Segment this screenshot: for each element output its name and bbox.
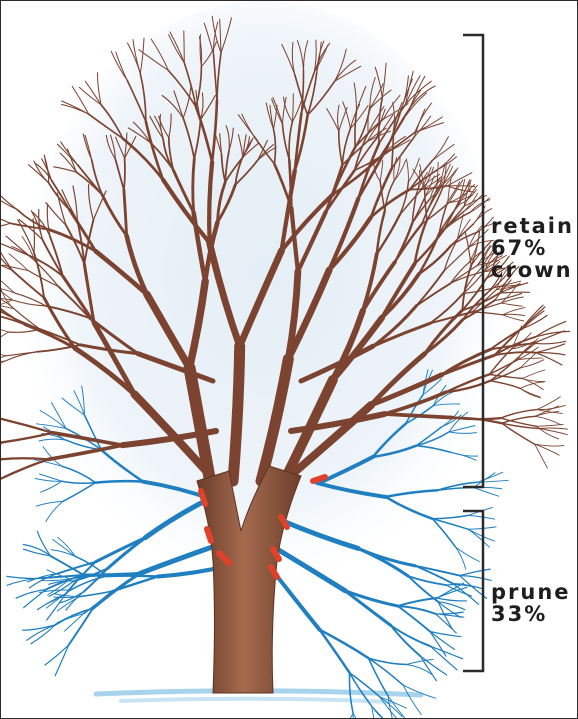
retained-branch	[520, 388, 540, 396]
pruned-branch	[45, 645, 69, 665]
pruned-branch	[7, 576, 41, 578]
pruned-branch	[345, 591, 390, 626]
pruned-branch	[455, 547, 479, 562]
pruned-branch	[51, 550, 76, 557]
retain-label-percent: 67%	[491, 237, 574, 259]
retained-branch	[537, 424, 564, 426]
pruned-branch	[27, 625, 55, 640]
retained-branch	[193, 159, 195, 213]
retained-branch	[233, 346, 240, 481]
pruned-branch	[96, 481, 144, 482]
cut-mark	[207, 529, 211, 541]
pruned-branch	[53, 539, 76, 556]
pruned-branch	[57, 614, 84, 623]
retained-branch	[1, 193, 17, 210]
retained-branch	[536, 353, 562, 365]
retained-branch	[535, 321, 566, 337]
retained-branch	[536, 344, 565, 353]
pruned-branch	[107, 576, 158, 577]
retained-branch	[520, 360, 544, 368]
retained-branch	[3, 433, 52, 442]
retained-branch	[535, 444, 548, 468]
pruned-branch	[55, 645, 69, 676]
retained-branch	[503, 314, 525, 315]
pruned-branch	[55, 594, 79, 597]
retained-branch	[500, 292, 530, 293]
retained-branch	[1, 354, 5, 356]
retain-label-word: retain	[491, 215, 574, 237]
retained-branch	[1, 458, 48, 460]
pruned-branch	[415, 566, 460, 576]
pruned-branch	[320, 630, 350, 673]
pruned-branch	[407, 659, 433, 664]
pruned-branch	[468, 515, 494, 519]
pruned-branch	[433, 519, 456, 547]
cut-mark	[201, 491, 205, 504]
retained-branch	[184, 31, 185, 63]
retained-branch	[1, 332, 8, 343]
pruned-branch	[84, 568, 108, 591]
retained-branch	[1, 356, 5, 361]
pruned-branch	[415, 566, 453, 584]
retained-branch	[1, 223, 10, 227]
retained-branch	[124, 158, 125, 190]
retained-branch	[1, 459, 48, 482]
cut-mark	[313, 477, 325, 481]
pruned-branch	[436, 614, 464, 617]
pruned-branch	[437, 598, 466, 601]
pruned-branch	[340, 714, 353, 719]
retained-branch	[535, 411, 558, 416]
pruned-branch	[420, 656, 446, 675]
pruned-branch	[16, 590, 46, 599]
pruned-branch	[46, 501, 63, 521]
retained-branch	[522, 370, 544, 379]
retained-branch	[1, 213, 10, 223]
retained-branch	[1, 442, 3, 459]
retained-branch	[1, 327, 8, 332]
retained-branch	[535, 416, 561, 425]
pruned-branch	[460, 569, 491, 576]
retained-branch	[501, 303, 522, 306]
retain-label: retain 67% crown	[491, 215, 574, 281]
retained-branch	[490, 381, 520, 389]
retained-branch	[1, 287, 15, 293]
pruned-branch	[353, 714, 369, 719]
retained-branch	[1, 361, 5, 374]
retained-branch	[503, 308, 525, 315]
pruned-branch	[112, 577, 158, 592]
pruned-branch	[391, 625, 431, 646]
prune-label-word: prune	[491, 581, 571, 603]
pruned-branch	[320, 630, 369, 658]
retained-branch	[6, 236, 29, 256]
pruned-branch	[474, 473, 495, 488]
prune-label-percent: 33%	[491, 603, 571, 625]
pruned-branch	[398, 598, 437, 606]
pruned-branch	[431, 646, 463, 659]
retained-branch	[1, 244, 29, 256]
pruned-branch	[66, 592, 84, 611]
retained-branch	[503, 315, 524, 321]
pruned-branch	[433, 515, 469, 518]
retained-branch	[522, 307, 545, 328]
prune-label: prune 33%	[491, 581, 571, 625]
retain-label-crown: crown	[491, 259, 574, 281]
retained-branch	[1, 286, 13, 301]
pruned-branch	[41, 481, 62, 492]
pruned-branch	[58, 537, 76, 556]
pruned-branch	[57, 597, 79, 611]
pruned-branch	[474, 488, 499, 497]
